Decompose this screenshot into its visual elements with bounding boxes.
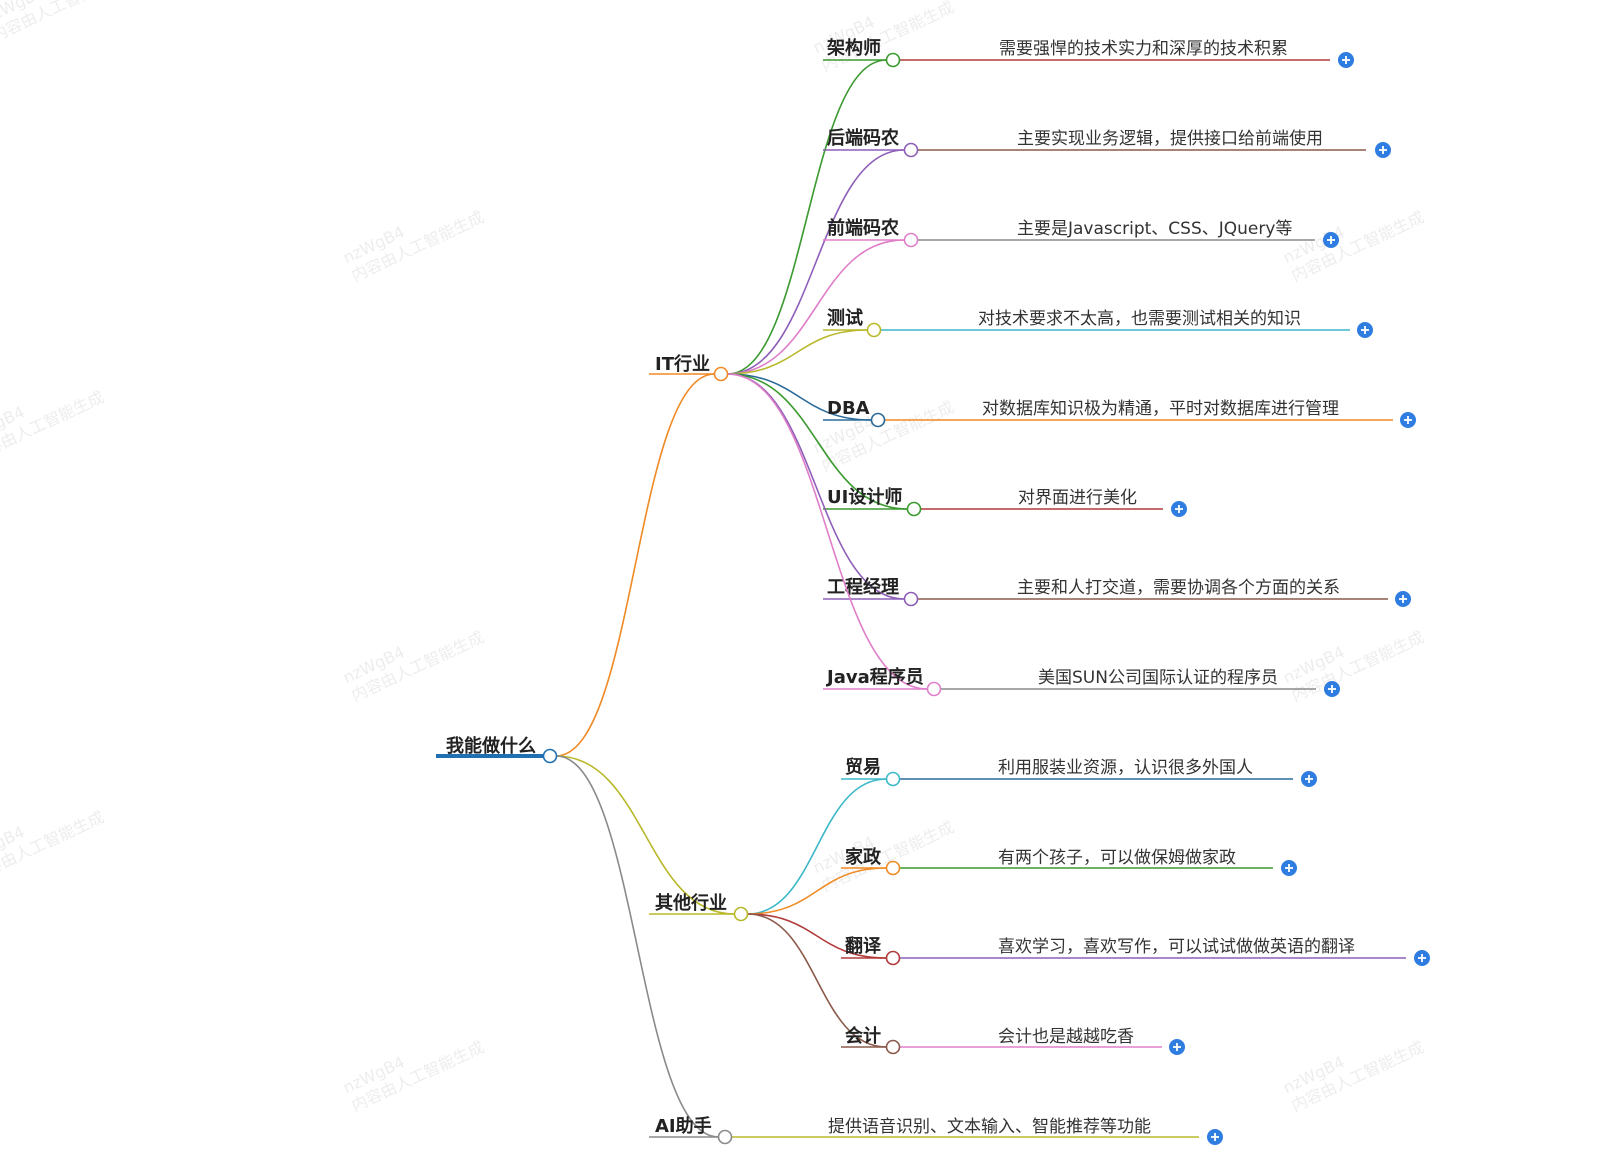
expand-button[interactable] (1324, 681, 1340, 697)
branch-to-leaf-connector (727, 239, 905, 375)
leaf-node-handle[interactable] (903, 142, 919, 158)
leaf-label[interactable]: 前端码农 (827, 217, 899, 239)
branch-node-handle[interactable] (713, 366, 729, 382)
description-text: 对界面进行美化 (1018, 488, 1137, 508)
branch-to-leaf-connector (727, 373, 928, 690)
description-text: 对数据库知识极为精通，平时对数据库进行管理 (982, 399, 1339, 419)
root-node-label[interactable]: 我能做什么 (446, 735, 536, 757)
description-text: 美国SUN公司国际认证的程序员 (1038, 668, 1278, 688)
leaf-label[interactable]: 后端码农 (827, 127, 899, 149)
leaf-node-handle[interactable] (885, 52, 901, 68)
leaf-label[interactable]: 测试 (827, 307, 863, 329)
leaf-label[interactable]: DBA (827, 398, 870, 419)
expand-button[interactable] (1414, 950, 1430, 966)
branch-to-leaf-connector (727, 59, 887, 375)
description-text: 会计也是越越吃香 (998, 1027, 1134, 1047)
root-to-branch-connector (555, 755, 735, 915)
expand-button[interactable] (1395, 591, 1411, 607)
leaf-node-handle[interactable] (885, 950, 901, 966)
description-text: 需要强悍的技术实力和深厚的技术积累 (999, 39, 1288, 59)
leaf-node-handle[interactable] (870, 412, 886, 428)
expand-button[interactable] (1171, 501, 1187, 517)
description-text: 喜欢学习，喜欢写作，可以试试做做英语的翻译 (998, 937, 1355, 957)
branch-label[interactable]: IT行业 (655, 353, 710, 375)
leaf-node-handle[interactable] (885, 860, 901, 876)
branch-to-leaf-connector (727, 373, 908, 510)
branch-label[interactable]: 其他行业 (655, 892, 727, 914)
leaf-label[interactable]: 架构师 (827, 37, 881, 59)
description-text: 主要和人打交道，需要协调各个方面的关系 (1017, 578, 1340, 598)
leaf-label[interactable]: 贸易 (845, 756, 881, 778)
leaf-label[interactable]: 工程经理 (827, 576, 899, 598)
description-text: 提供语音识别、文本输入、智能推荐等功能 (828, 1117, 1151, 1137)
root-to-branch-connector (555, 755, 719, 1138)
leaf-node-handle[interactable] (903, 591, 919, 607)
description-text: 主要是Javascript、CSS、JQuery等 (1017, 219, 1292, 239)
leaf-node-handle[interactable] (866, 322, 882, 338)
branch-to-leaf-connector (747, 778, 887, 915)
expand-button[interactable] (1301, 771, 1317, 787)
leaf-node-handle[interactable] (903, 232, 919, 248)
branch-node-handle[interactable] (733, 906, 749, 922)
leaf-node-handle[interactable] (885, 1039, 901, 1055)
branch-to-leaf-connector (747, 913, 887, 1048)
branch-to-leaf-connector (727, 329, 868, 375)
expand-button[interactable] (1323, 232, 1339, 248)
description-text: 有两个孩子，可以做保姆做家政 (998, 848, 1236, 868)
branch-to-leaf-connector (727, 373, 872, 421)
expand-button[interactable] (1357, 322, 1373, 338)
expand-button[interactable] (1169, 1039, 1185, 1055)
expand-button[interactable] (1207, 1129, 1223, 1145)
leaf-node-handle[interactable] (885, 771, 901, 787)
leaf-label[interactable]: 会计 (845, 1025, 881, 1047)
leaf-label[interactable]: 家政 (845, 846, 882, 868)
expand-button[interactable] (1375, 142, 1391, 158)
root-node-handle[interactable] (542, 748, 558, 764)
description-text: 对技术要求不太高，也需要测试相关的知识 (978, 309, 1301, 329)
expand-button[interactable] (1281, 860, 1297, 876)
branch-to-leaf-connector (747, 867, 887, 915)
leaf-label[interactable]: 翻译 (845, 935, 882, 957)
leaf-label[interactable]: UI设计师 (827, 486, 902, 508)
expand-button[interactable] (1400, 412, 1416, 428)
description-text: 利用服装业资源，认识很多外国人 (998, 758, 1253, 778)
branch-to-leaf-connector (747, 913, 887, 959)
branch-label[interactable]: AI助手 (655, 1115, 712, 1137)
description-text: 主要实现业务逻辑，提供接口给前端使用 (1017, 128, 1323, 149)
expand-button[interactable] (1338, 52, 1354, 68)
leaf-node-handle[interactable] (906, 501, 922, 517)
leaf-node-handle[interactable] (926, 681, 942, 697)
leaf-label[interactable]: Java程序员 (825, 666, 924, 688)
branch-to-leaf-connector (727, 149, 905, 375)
root-to-branch-connector (555, 373, 715, 757)
branch-node-handle[interactable] (717, 1129, 733, 1145)
